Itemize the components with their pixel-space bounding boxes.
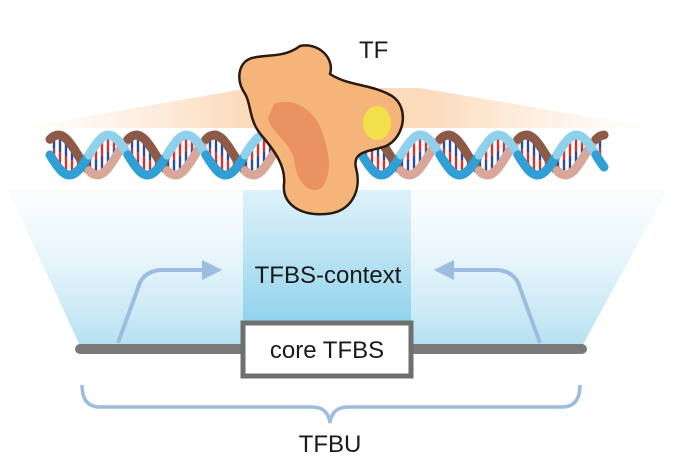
dna-strand-blue [474,130,522,160]
right-context-arrow [434,260,542,344]
dna-strand-blue [123,150,171,180]
dna-strand-blue [162,130,210,160]
core-tfbs-label: core TFBS [270,337,384,364]
dna-strand-blue [201,150,249,180]
dna-strand-blue [435,150,483,180]
tfbu-brace [80,384,582,424]
dna-strand-blue [45,150,93,180]
dna-strand-brown [591,130,609,144]
tfbu-label: TFBU [299,431,362,458]
left-context-arrow [116,260,222,344]
tf-label: TF [359,37,388,64]
dna-strand-blue [513,150,561,180]
core-tfbs-box [240,320,414,379]
dna-strand-blue [396,130,444,160]
dna-strand-blue [357,150,405,180]
dna-strand-blue [552,130,600,160]
dna-strand-blue [591,150,609,172]
dna-strand-blue [84,130,132,160]
transcription-factor-blob-icon [238,44,405,216]
tfbs-context-label: TFBS-context [255,262,402,289]
